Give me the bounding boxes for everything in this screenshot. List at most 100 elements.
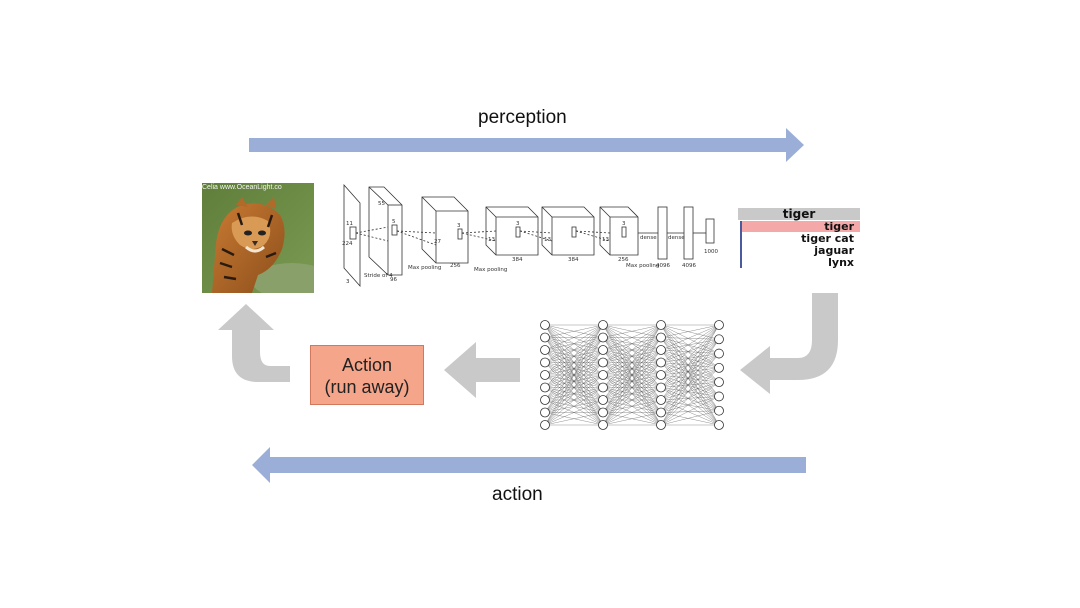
nn-connection [660,396,720,426]
nn-connection [660,349,720,354]
nn-connection [660,339,720,388]
nn-connection [660,339,720,401]
prediction-bar-top [740,221,860,232]
nn-connection [602,324,662,413]
nn-node-layer-3 [656,320,666,330]
nn-node-layer-4 [714,420,724,430]
nn-connection [660,362,720,369]
photo-watermark: Celia www.OceanLight.co [202,184,282,191]
nn-connection [660,324,720,376]
nn-connection [660,382,720,413]
nn-connection [544,324,604,351]
nn-connection [660,339,720,351]
nn-connection [660,339,720,376]
nn-connection [660,396,720,401]
nn-connection [660,324,720,413]
nn-connection [544,324,604,376]
nn-node-layer-1 [540,420,550,430]
nn-connection [660,387,720,411]
cnn-block-2 [421,196,469,264]
cnn-note-pool-2: Max pooling [474,267,507,273]
nn-connection [544,387,604,426]
nn-connection [602,362,662,426]
arrow-left-middle [444,342,520,398]
curved-arrow-left [218,304,290,382]
nn-connection [660,324,720,411]
cnn-note-pool-1: Max pooling [408,265,441,271]
nn-connection [660,399,720,426]
cnn-size-label-5: 13 [544,237,551,243]
cnn-size-label-2: 55 [378,201,385,207]
perception-label: perception [478,107,567,128]
nn-connection [660,367,720,376]
curved-arrow-right [740,293,838,394]
nn-node-layer-1 [540,370,550,380]
cnn-architecture-diagram: 224 55 27 13 13 13 11 5 3 3 3 3 96 256 3… [342,183,718,288]
nn-connection [660,353,720,426]
cnn-channel-label-1: 3 [346,279,350,285]
nn-connection [660,367,720,401]
nn-connection [660,362,720,383]
nn-connection [660,337,720,383]
cnn-block-4 [541,206,595,256]
nn-connection [660,412,720,426]
nn-connection [660,374,720,397]
cnn-dense-size-2: 4096 [682,263,696,269]
nn-connection [660,399,720,411]
nn-node-layer-1 [540,395,550,405]
cnn-size-label-3: 27 [434,239,441,245]
nn-connection [660,324,720,368]
cnn-dense-label-2: dense [668,235,685,241]
nn-node-layer-4 [714,391,724,402]
nn-node-layer-3 [656,370,666,380]
predictions-header: tiger [738,208,860,220]
nn-connection [660,339,720,363]
nn-connection [602,324,662,401]
action-label: action [492,484,543,505]
nn-connection [660,324,720,340]
nn-connection [544,399,604,426]
nn-node-layer-4 [714,334,724,345]
cnn-input-plane [343,183,361,288]
cnn-dense-3 [705,218,715,244]
action-box-title: Action [341,355,393,375]
nn-connection [660,353,720,413]
nn-node-layer-4 [714,348,724,359]
nn-node-layer-3 [656,332,666,343]
cnn-channel-label-4: 384 [512,257,523,263]
nn-connection [602,412,662,426]
neural-network-diagram [540,320,724,430]
nn-connection [660,324,720,363]
nn-connection [660,349,720,397]
tiger-photo: Celia www.OceanLight.co [202,183,314,293]
tiger-photo-art [202,183,314,293]
nn-connection [660,337,720,411]
nn-connection [660,349,720,383]
nn-connection [660,324,720,388]
nn-connection [544,349,604,426]
nn-node-layer-2 [598,345,608,355]
nn-connection [602,374,662,426]
nn-connection [544,362,604,426]
nn-node-layer-4 [714,320,724,330]
nn-connection [660,339,720,413]
nn-connection [544,324,604,388]
nn-connection [660,362,720,397]
prediction-item-2: tiger cat [801,232,854,245]
cnn-size-label-1: 224 [342,241,353,247]
cnn-channel-label-2: 96 [390,277,397,283]
nn-node-layer-2 [598,357,608,368]
nn-connection [660,349,720,369]
predictions-panel: tiger tiger tiger cat jaguar lynx [738,208,860,270]
nn-connection [602,324,662,351]
nn-connection [660,382,720,426]
nn-connection [602,324,662,376]
action-box: Action (run away) [310,345,424,405]
nn-connection [602,349,662,426]
cnn-kernel-label-1: 11 [346,221,353,227]
nn-connection [660,353,720,376]
prediction-item-1: tiger [824,220,854,233]
nn-node-layer-2 [598,420,608,430]
nn-connection [602,399,662,426]
